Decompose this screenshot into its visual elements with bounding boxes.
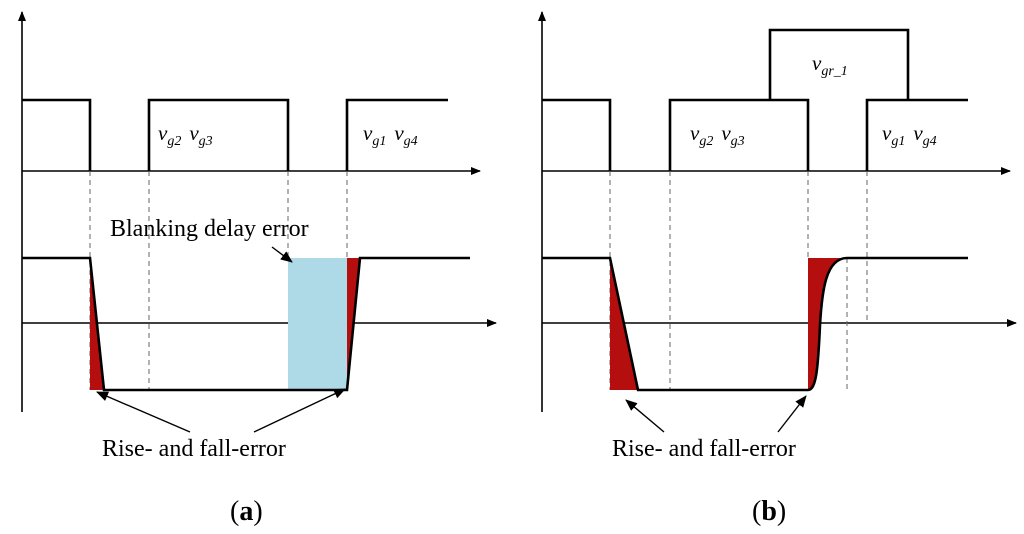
panel-a-rise-error-pointer: [253, 388, 346, 433]
panel-b-caption: (b): [752, 496, 786, 527]
panel-b-gate-waveform-2: [668, 98, 810, 171]
panel-a-blanking-pointer: [271, 246, 293, 263]
panel-b-rise-error-pointer: [777, 395, 807, 433]
panel-a-gate-waveform-1: [22, 98, 92, 171]
panel-b-gate-waveform-1: [542, 98, 612, 171]
panel-b-output-waveform: [542, 256, 968, 392]
panel-b-rise-fall-label: Rise- and fall-error: [612, 436, 796, 462]
panel-a-caption: (a): [230, 496, 263, 527]
panel-a-output-waveform: [22, 256, 470, 392]
panel-b-fall-error-pointer: [625, 399, 665, 433]
panel-a-gate-waveform-2: [147, 98, 290, 171]
panel-a-gate-waveform-3: [345, 98, 448, 171]
panel-a-rise-fall-label: Rise- and fall-error: [102, 436, 286, 462]
panel-b-gate-waveform-3: [865, 98, 968, 171]
panel-a-fall-error-pointer: [96, 391, 191, 433]
panel-a-blanking-region: [288, 258, 347, 390]
panel-b-gr-label: vgr_1: [812, 51, 848, 79]
panel-a-blanking-label: Blanking delay error: [110, 216, 309, 242]
panel-b-gr-waveform: [768, 28, 910, 100]
